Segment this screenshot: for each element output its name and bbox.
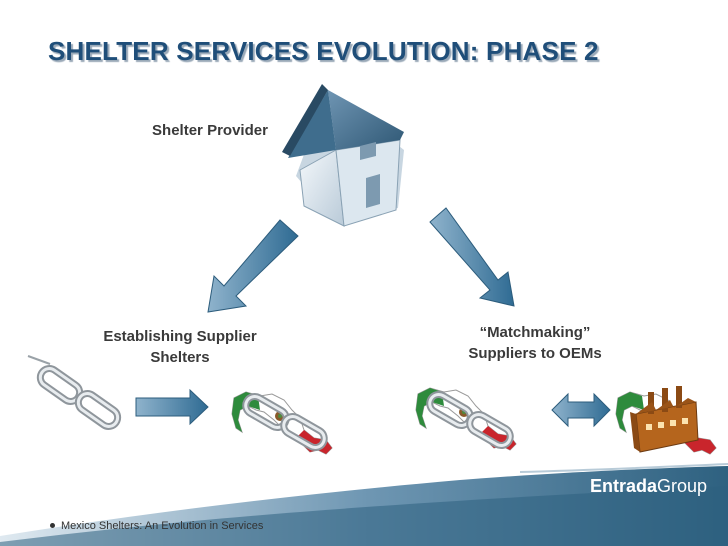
establishing-label-line1: Establishing Supplier (103, 328, 257, 345)
shelter-provider-label: Shelter Provider (152, 122, 268, 139)
arrow-right-down-icon (429, 207, 515, 307)
footer-note: Mexico Shelters: An Evolution in Service… (50, 520, 263, 532)
entrada-group-logo: EntradaGroup (590, 476, 707, 497)
matchmaking-label-line1: “Matchmaking” (479, 324, 591, 341)
double-arrow-icon (551, 392, 611, 428)
establishing-label-line2: Shelters (150, 349, 210, 366)
slide-title: SHELTER SERVICES EVOLUTION: PHASE 2 (48, 36, 599, 66)
arrow-left-down-icon (207, 219, 299, 313)
factory-icon (630, 386, 699, 453)
matchmaking-label-line2: Suppliers to OEMs (468, 345, 602, 362)
matchmaking-label: “Matchmaking” Suppliers to OEMs (430, 322, 640, 364)
logo-main-text: Entrada (590, 476, 658, 496)
establishing-supplier-label: Establishing Supplier Shelters (70, 326, 290, 368)
logo-group-text: Group (657, 476, 708, 496)
bullet-icon (50, 522, 55, 528)
footer-note-text: Mexico Shelters: An Evolution in Service… (61, 520, 264, 532)
house-icon (282, 84, 404, 227)
arrow-right-icon (135, 388, 209, 426)
chain-link-icon (27, 355, 121, 430)
